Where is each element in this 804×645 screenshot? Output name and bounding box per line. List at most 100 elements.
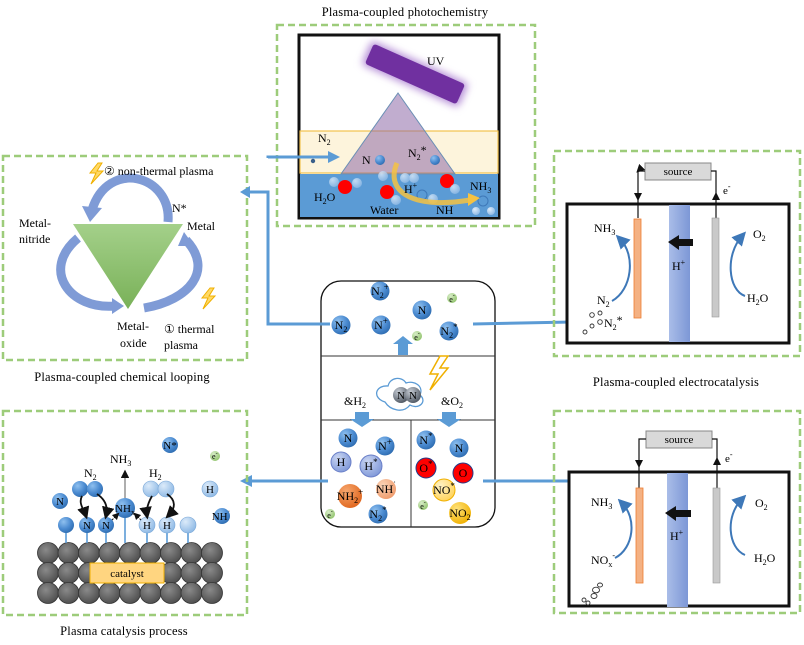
n2-molecule-atom <box>72 481 88 497</box>
catalyst-atom <box>119 582 141 604</box>
adsorbed-label: N <box>83 520 91 532</box>
loop-arrowhead-icon <box>112 298 124 314</box>
h2o-label: H2O <box>754 551 776 567</box>
catalyst-atom <box>201 542 223 564</box>
thermal-plasma-label-1: ① thermal <box>164 322 215 336</box>
loop-arrowhead-icon <box>82 206 102 222</box>
source-label: source <box>664 166 693 178</box>
catalyst-atom <box>139 582 162 604</box>
n-atom-left <box>393 387 409 403</box>
catalyst-atom <box>37 582 59 604</box>
arrowhead-icon <box>328 151 340 163</box>
species-circle <box>452 462 474 484</box>
n2-molecule-atom <box>87 481 103 497</box>
species-blue: N* <box>416 430 436 450</box>
species-lavender: H <box>330 451 352 473</box>
proton-flow-arrow-icon <box>668 235 693 250</box>
down-arrow-icon <box>350 412 374 427</box>
electron-species <box>210 451 220 461</box>
uv-lamp-icon <box>362 41 468 107</box>
adsorbed-label: H <box>143 520 151 532</box>
chemical-looping-panel: Plasma-coupled chemical looping ② non-th… <box>1 154 249 384</box>
catalyst-atom <box>180 582 203 604</box>
species-gold: NO2 <box>449 502 471 524</box>
reaction-arrow <box>729 494 747 556</box>
panel-border <box>1 154 249 362</box>
n2-label: N2 <box>84 466 97 482</box>
species-label: N <box>455 441 464 455</box>
loop-arrow-top <box>87 173 173 223</box>
species-circle <box>412 331 422 341</box>
species-circle <box>368 504 388 524</box>
o2-species-group: N*NO*ONO*e-NO2 <box>415 430 474 524</box>
metal-nitride-label-2: nitride <box>19 232 50 246</box>
anode <box>711 217 720 318</box>
catalyst-atom <box>160 542 182 564</box>
species-circle <box>432 478 456 502</box>
species-circle <box>359 454 383 478</box>
wire-anode <box>712 438 718 488</box>
catalyst-atom <box>98 582 121 604</box>
dissociation-arrow <box>96 493 115 520</box>
species-yellow: NO* <box>432 478 456 502</box>
metal-nitride-label-1: Metal- <box>19 216 51 230</box>
dissociation-arrow <box>77 495 90 520</box>
panel-border <box>552 149 802 358</box>
panel-border <box>1 409 249 617</box>
current-arrow-icon <box>634 193 642 201</box>
species-electron: e- <box>418 500 428 511</box>
metal-oxide-label-2: oxide <box>120 336 147 350</box>
h2o-label: H2O <box>314 190 336 206</box>
species-blue: N+ <box>371 315 391 335</box>
current-arrow-icon <box>713 457 721 465</box>
electron-label: e- <box>725 450 733 465</box>
panel-border <box>552 409 802 615</box>
species-label: N2* <box>369 505 387 523</box>
catalyst-atom <box>139 542 162 564</box>
reaction-arrow <box>614 498 633 559</box>
arrowhead-icon <box>240 186 250 198</box>
species-label: O <box>459 466 468 480</box>
hplus-label: H+ <box>672 258 686 273</box>
species-circle <box>416 430 436 450</box>
species-label: N2 <box>335 318 348 334</box>
species-label: N <box>418 303 427 317</box>
species-red: O* <box>415 457 437 479</box>
h2-molecule-atom <box>157 480 175 498</box>
n-label: N <box>362 153 371 167</box>
n2-label: N2 <box>597 293 610 309</box>
hydrogenation-arrow <box>133 512 142 521</box>
catalyst-atom <box>78 582 100 604</box>
species-orange: NH2+ <box>337 484 363 508</box>
species-label: e- <box>449 293 455 304</box>
nh-label: NH <box>436 203 454 217</box>
nh3-label: NH3 <box>110 452 131 468</box>
electrocatalysis-caption: Plasma-coupled electrocatalysis <box>593 375 759 389</box>
catalyst-atom <box>57 562 80 584</box>
connector-to-nox-electro <box>483 479 584 570</box>
species-circle <box>330 451 352 473</box>
adsorbed-species <box>58 517 74 533</box>
adsorbed-species <box>115 498 135 518</box>
o2-branch-label: &O2 <box>441 394 463 410</box>
lightning-icon <box>428 355 450 391</box>
species-circle <box>331 315 351 335</box>
bubbles-icon <box>582 310 603 335</box>
loop-arrow-left <box>56 234 116 311</box>
h2-label: H2 <box>149 466 162 482</box>
species-blue: N2* <box>368 504 388 524</box>
species-blue: N+ <box>375 436 395 456</box>
catalyst-atom <box>37 542 59 564</box>
species-light-orange: NH˙ <box>376 479 396 499</box>
non-thermal-plasma-label: ② non-thermal plasma <box>104 164 214 178</box>
h2-branch-label: &H2 <box>344 394 366 410</box>
water-label: Water <box>370 203 398 217</box>
h-species <box>201 480 219 498</box>
species-label: N <box>344 431 353 445</box>
lightning-icon <box>88 162 105 185</box>
n2star-label: N2* <box>604 313 623 332</box>
species-label: H* <box>364 457 378 473</box>
metal-label: Metal <box>187 219 216 233</box>
